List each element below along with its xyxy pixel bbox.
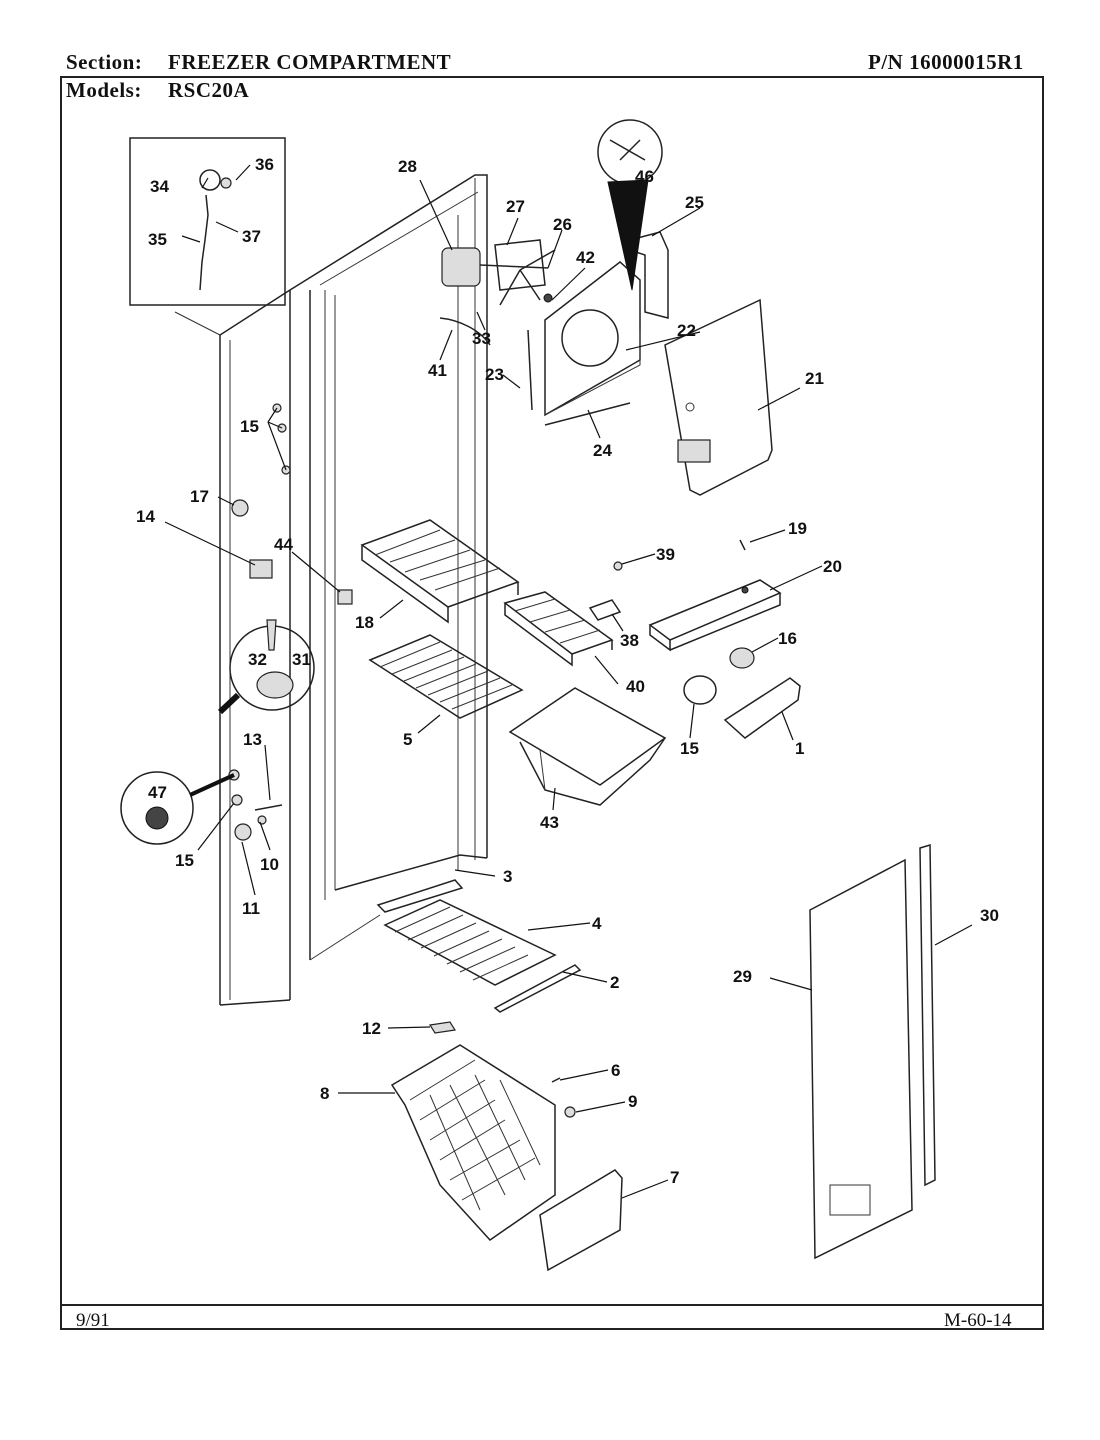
callout-3: 3 [503,867,512,886]
callout-25: 24 [593,441,612,460]
evaporator-cover-part [664,298,773,496]
callout-21: 20 [823,557,842,576]
pin-part [551,1077,561,1083]
callout-20: 19 [788,519,807,538]
models-label: Models: [66,78,142,102]
callout-18: 17 [190,487,209,506]
shelf-support-parts [272,403,291,475]
callout-4: 4 [592,914,602,933]
callout-2: 2 [610,973,619,992]
callout-23: 22 [677,321,696,340]
shroud-bracket-part [527,329,533,411]
part-number: P/N 16000015R1 [868,50,1024,74]
shelf-strip-part [493,964,582,1013]
hinge-hardware-parts [228,769,283,841]
callout-42: 41 [428,361,447,380]
basket-front-part [539,1169,623,1272]
callout-6: 6 [611,1061,620,1080]
callout-36: 35 [148,230,167,249]
callout-29: 28 [398,157,417,176]
callout-27: 26 [553,215,572,234]
callout-13: 13 [243,730,262,749]
fan-blade-detail-circle [597,119,663,291]
models-value: RSC20A [168,78,250,102]
diagram-frame [60,76,1044,1330]
callout-34: 33 [472,329,491,348]
callout-10: 10 [260,855,279,874]
callout-26: 25 [685,193,704,212]
callout-8: 8 [320,1084,329,1103]
leader-lines [164,164,973,1199]
callout-46: 46 [635,167,654,186]
light-socket-part [729,647,755,669]
callout-12: 12 [362,1019,381,1038]
callout-19: 18 [355,613,374,632]
clip-part [613,561,623,571]
key-part [429,1021,456,1034]
callout-9: 9 [628,1092,637,1111]
callout-35: 34 [150,177,169,196]
callout-31: 30 [980,906,999,925]
callout-7: 7 [670,1168,679,1187]
wire-shelf-upper-part [368,634,524,719]
callout-33: 32 [248,650,267,669]
screw-part [739,539,746,551]
footer-divider [60,1304,1044,1306]
grommet-detail-circle [120,771,235,845]
fastener-detail-circle [217,619,315,715]
plug-part [231,499,249,517]
footer-date: 9/91 [76,1310,110,1331]
callout-1: 1 [795,739,804,758]
back-panel-part [809,858,913,1260]
callout-24: 23 [485,365,504,384]
bracket-small-part [588,599,622,621]
callout-37: 36 [255,155,274,174]
callout-43: 42 [576,248,595,267]
callout-41: 40 [626,677,645,696]
callout-30: 29 [733,967,752,986]
freezer-liner-part [174,174,488,1006]
ice-tray-shelf-part [360,519,520,624]
drain-tube-part [439,317,491,346]
callout-44: 43 [540,813,559,832]
callout-17: 16 [778,629,797,648]
section-title: FREEZER COMPARTMENT [168,50,452,74]
evaporator-fan-motor-part [441,239,556,306]
callout-22: 21 [805,369,824,388]
shroud-strip-part [544,402,631,426]
water-line-fitting-part [199,169,232,291]
callout-numbers: 36 34 35 37 28 27 26 42 46 25 22 21 33 4… [136,155,999,1187]
light-shield-part [723,677,801,739]
callout-5: 5 [403,730,412,749]
callout-39: 38 [620,631,639,650]
footer-page-code: M-60-14 [944,1310,1012,1331]
wire-shelf-lower-part [383,899,557,986]
callout-32: 31 [292,650,311,669]
callout-38: 37 [242,227,261,246]
callout-47: 47 [148,783,167,802]
light-housing-part [648,579,782,652]
callout-40: 39 [656,545,675,564]
ice-bin-part [508,687,667,806]
callout-28: 27 [506,197,525,216]
clip-small-part [337,589,353,605]
callout-45: 44 [274,535,293,554]
shelf-front-bar-part [376,879,464,913]
ice-cube-tray-part [503,591,614,667]
callout-14: 14 [136,507,155,526]
inset-box [129,137,286,306]
stop-part [564,1106,576,1118]
panel-trim-part [919,843,936,1187]
fan-shroud-part [544,261,641,417]
hinge-bracket-part [249,559,273,579]
section-label: Section: [66,50,143,74]
light-bulb-part [683,675,717,705]
callout-15-lower: 15 [175,851,194,870]
callout-15-upper: 15 [240,417,259,436]
callout-16: 15 [680,739,699,758]
freezer-basket-part [390,1044,556,1241]
callout-11: 11 [242,899,260,918]
